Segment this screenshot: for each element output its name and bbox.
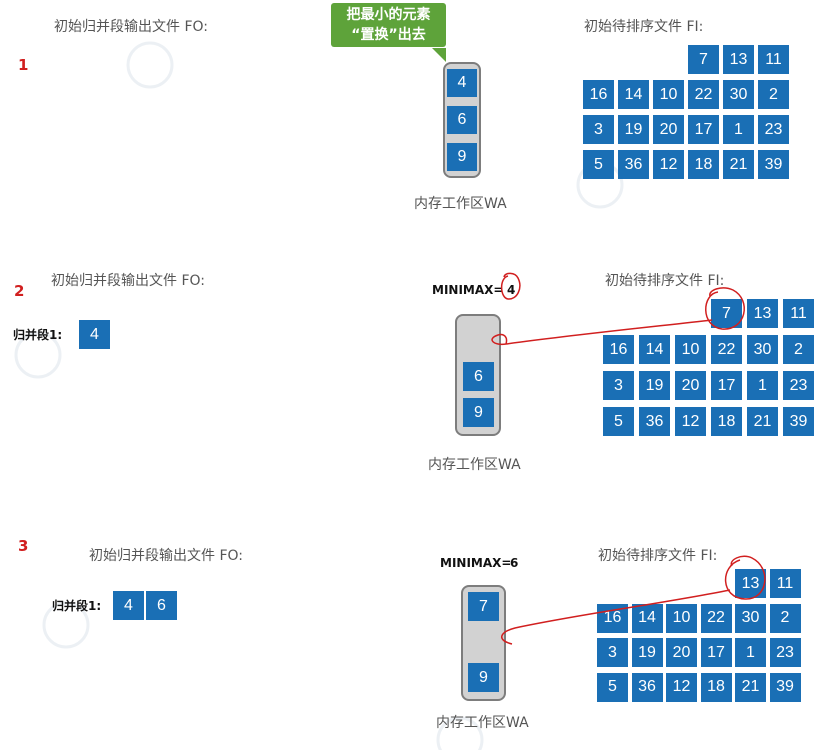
- step-number: 1: [18, 56, 29, 74]
- minimax-value: 6: [510, 556, 519, 570]
- fi-cell: 21: [747, 407, 778, 436]
- run-label: 归并段1:: [13, 328, 63, 342]
- fi-cell: 36: [639, 407, 670, 436]
- fi-cell: 12: [666, 672, 697, 702]
- fi-cell: 14: [618, 80, 649, 109]
- fi-cell: 21: [735, 672, 766, 702]
- fi-cell: 16: [597, 603, 628, 633]
- step-number: 2: [14, 282, 25, 300]
- fi-cell: 7: [688, 45, 719, 74]
- run-cell: 4: [113, 591, 144, 620]
- fi-cell: 22: [711, 335, 742, 364]
- fi-cell: 14: [631, 603, 663, 633]
- fo-label: 初始归并段输出文件 FO:: [51, 273, 205, 289]
- wa-cell: 6: [463, 362, 494, 391]
- fi-cell: 36: [618, 150, 649, 179]
- fi-cell: 19: [631, 638, 663, 667]
- fi-cell: 13: [735, 569, 766, 598]
- fi-cell: 16: [583, 80, 614, 109]
- fi-cell: 1: [723, 115, 754, 144]
- fi-cell: 17: [711, 371, 742, 400]
- fi-cell: 23: [783, 371, 814, 400]
- fi-cell: 18: [700, 672, 732, 702]
- fi-cell: 3: [603, 371, 634, 400]
- fi-cell: 5: [597, 672, 628, 702]
- wa-label: 内存工作区WA: [436, 715, 529, 731]
- wa-cell: 9: [468, 663, 499, 692]
- fi-cell: 12: [675, 407, 706, 436]
- fi-cell: 11: [769, 569, 801, 598]
- fi-cell: 23: [769, 638, 801, 667]
- fi-cell: 11: [758, 45, 789, 74]
- step-number: 3: [18, 537, 29, 555]
- fi-cell: 5: [583, 150, 614, 179]
- fi-cell: 10: [666, 603, 697, 633]
- wa-cell: 9: [463, 398, 494, 427]
- fi-cell: 20: [666, 638, 697, 667]
- run-label: 归并段1:: [52, 599, 102, 613]
- fi-cell: 17: [700, 638, 732, 667]
- wa-label: 内存工作区WA: [428, 457, 521, 473]
- fi-cell: 7: [711, 299, 742, 328]
- fi-cell: 20: [675, 371, 706, 400]
- fi-cell: 39: [783, 407, 814, 436]
- fi-cell: 13: [723, 45, 754, 74]
- callout-line: “置换”出去: [351, 27, 426, 43]
- fi-cell: 20: [653, 115, 684, 144]
- fi-cell: 16: [603, 335, 634, 364]
- replace-callout: 把最小的元素 “置换”出去: [331, 3, 446, 47]
- minimax-label: MINIMAX=: [432, 283, 504, 297]
- fo-label: 初始归并段输出文件 FO:: [89, 548, 243, 564]
- minimax-value: 4: [507, 283, 516, 297]
- fi-cell: 10: [675, 335, 706, 364]
- fi-label: 初始待排序文件 FI:: [584, 19, 704, 35]
- fi-cell: 17: [688, 115, 719, 144]
- minimax-label: MINIMAX=: [440, 556, 512, 570]
- fi-cell: 2: [783, 335, 814, 364]
- fi-cell: 19: [618, 115, 649, 144]
- fi-cell: 5: [603, 407, 634, 436]
- wa-cell: 7: [468, 592, 499, 621]
- fi-cell: 22: [700, 603, 732, 633]
- fi-cell: 14: [639, 335, 670, 364]
- fi-cell: 30: [735, 603, 766, 633]
- fi-cell: 30: [723, 80, 754, 109]
- wa-cell: 6: [447, 106, 477, 134]
- fi-cell: 22: [688, 80, 719, 109]
- fi-cell: 2: [758, 80, 789, 109]
- fi-cell: 21: [723, 150, 754, 179]
- fi-cell: 13: [747, 299, 778, 328]
- callout-line: 把最小的元素: [346, 7, 431, 23]
- fi-cell: 10: [653, 80, 684, 109]
- fi-label: 初始待排序文件 FI:: [598, 548, 718, 564]
- fi-cell: 18: [711, 407, 742, 436]
- run-cell: 4: [79, 320, 110, 349]
- fo-label: 初始归并段输出文件 FO:: [54, 19, 208, 35]
- fi-cell: 2: [769, 603, 801, 633]
- fi-cell: 3: [597, 638, 628, 667]
- fi-cell: 1: [735, 638, 766, 667]
- fi-cell: 12: [653, 150, 684, 179]
- wa-cell: 4: [447, 69, 477, 97]
- run-cell: 6: [146, 591, 177, 620]
- wa-label: 内存工作区WA: [414, 196, 507, 212]
- fi-cell: 18: [688, 150, 719, 179]
- fi-cell: 19: [639, 371, 670, 400]
- fi-cell: 11: [783, 299, 814, 328]
- fi-cell: 39: [769, 672, 801, 702]
- watermark-logo-icon: [126, 41, 174, 89]
- fi-label: 初始待排序文件 FI:: [605, 273, 725, 289]
- fi-cell: 39: [758, 150, 789, 179]
- fi-cell: 30: [747, 335, 778, 364]
- wa-cell: 9: [447, 143, 477, 171]
- fi-cell: 3: [583, 115, 614, 144]
- fi-cell: 1: [747, 371, 778, 400]
- fi-cell: 36: [631, 672, 663, 702]
- fi-cell: 23: [758, 115, 789, 144]
